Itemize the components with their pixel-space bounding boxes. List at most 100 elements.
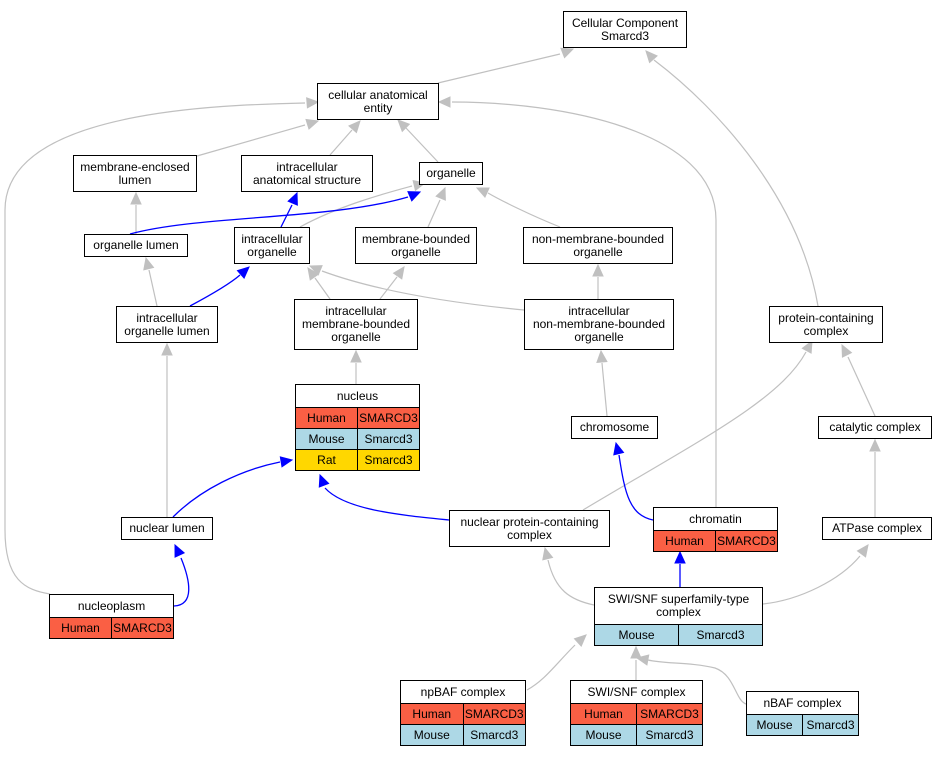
edge-cat-to-pcc	[847, 356, 876, 417]
node-nucleus[interactable]: nucleus Human SMARCD3 Mouse Smarcd3 Rat …	[295, 384, 420, 471]
node-npbaf-complex[interactable]: npBAF complex Human SMARCD3 Mouse Smarcd…	[400, 680, 526, 746]
species-cell: Rat	[296, 450, 357, 470]
edge-arrowhead	[573, 634, 587, 648]
edge-pcc-to-cc	[653, 59, 819, 307]
edge-imbo-to-io	[314, 277, 331, 300]
node-intracellular-anatomical-structure[interactable]: intracellular anatomical structure	[241, 155, 373, 192]
edge-cae-to-cc	[437, 53, 561, 84]
node-intracellular-organelle-lumen[interactable]: intracellular organelle lumen	[116, 306, 218, 343]
node-label: membrane-bounded organelle	[361, 231, 471, 259]
edge-arrowhead	[407, 191, 422, 202]
node-label: nuclear lumen	[129, 521, 205, 535]
node-label: catalytic complex	[829, 420, 921, 434]
gene-cell: Smarcd3	[802, 715, 858, 735]
node-non-membrane-bounded-organelle[interactable]: non-membrane-bounded organelle	[523, 227, 673, 264]
edge-org-to-cae	[405, 127, 439, 163]
edge-npcc-to-pcc	[582, 351, 807, 511]
gene-cell: SMARCD3	[715, 531, 777, 551]
node-intracellular-organelle[interactable]: intracellular organelle	[234, 227, 310, 264]
gene-cell: SMARCD3	[111, 618, 173, 638]
edge-nl-to-nucleus-blue	[172, 461, 281, 518]
node-nucleoplasm[interactable]: nucleoplasm Human SMARCD3	[49, 594, 174, 639]
node-title: npBAF complex	[420, 684, 506, 699]
node-swi-snf-complex[interactable]: SWI/SNF complex Human SMARCD3 Mouse Smar…	[570, 680, 703, 746]
node-cellular-anatomical-entity[interactable]: cellular anatomical entity	[317, 83, 439, 120]
node-title: SWI/SNF complex	[587, 684, 686, 699]
edge-npbaf-to-swi-super	[526, 644, 576, 691]
edge-arrowhead	[856, 544, 869, 558]
edge-nbaf-to-swi-super	[647, 659, 747, 705]
edge-arrowhead	[318, 473, 330, 488]
edge-mbo-to-org	[427, 199, 441, 228]
node-chromatin[interactable]: chromatin Human SMARCD3	[653, 507, 778, 552]
edge-chromatin-to-chromosome-blue	[618, 454, 654, 521]
node-label: Cellular Component Smarcd3	[571, 15, 679, 43]
gene-cell: Smarcd3	[678, 625, 762, 645]
node-title: nucleoplasm	[77, 598, 146, 613]
node-title: nBAF complex	[763, 695, 842, 710]
species-cell: Human	[50, 618, 111, 638]
edge-arrowhead	[645, 50, 658, 64]
species-cell: Mouse	[571, 725, 636, 745]
node-label: intracellular anatomical structure	[252, 159, 362, 187]
edge-arrowhead	[143, 256, 155, 271]
edge-arrowhead	[308, 265, 323, 276]
node-label: organelle lumen	[93, 238, 179, 252]
edge-arrowhead	[392, 266, 405, 280]
edge-arrowhead	[130, 191, 142, 205]
gene-cell: SMARCD3	[357, 408, 419, 428]
edge-arrowhead	[305, 118, 320, 130]
node-title: chromatin	[689, 511, 742, 526]
node-intracellular-membrane-bounded-organelle[interactable]: intracellular membrane-bounded organelle	[294, 299, 418, 350]
node-membrane-bounded-organelle[interactable]: membrane-bounded organelle	[355, 227, 477, 264]
node-label: membrane-enclosed lumen	[80, 159, 190, 187]
edge-swi-super-to-npcc	[547, 559, 595, 606]
node-cellular-component[interactable]: Cellular Component Smarcd3	[563, 11, 687, 48]
edge-chromatin-to-cae	[451, 101, 717, 507]
node-nuclear-lumen[interactable]: nuclear lumen	[121, 517, 213, 540]
edge-arrowhead	[236, 266, 250, 279]
node-organelle[interactable]: organelle	[419, 162, 483, 185]
edge-arrowhead	[542, 546, 554, 561]
node-protein-containing-complex[interactable]: protein-containing complex	[769, 306, 883, 343]
edge-arrowhead	[801, 339, 813, 354]
node-organelle-lumen[interactable]: organelle lumen	[84, 234, 188, 257]
edge-ias-to-cae	[329, 129, 353, 156]
gene-cell: Smarcd3	[636, 725, 702, 745]
edge-arrowhead	[287, 191, 298, 206]
node-swi-snf-superfamily[interactable]: SWI/SNF superfamily-type complex Mouse S…	[594, 587, 763, 646]
node-label: non-membrane-bounded organelle	[531, 231, 665, 259]
node-nuclear-protein-containing-complex[interactable]: nuclear protein-containing complex	[449, 510, 610, 547]
edge-arrowhead	[437, 96, 451, 108]
node-intracellular-non-membrane-bounded-organelle[interactable]: intracellular non-membrane-bounded organ…	[524, 299, 674, 350]
node-atpase-complex[interactable]: ATPase complex	[822, 517, 932, 540]
edge-inmbo-to-io	[321, 270, 525, 311]
node-label: intracellular non-membrane-bounded organ…	[532, 304, 666, 344]
edge-iol-to-ol	[148, 269, 158, 307]
edge-iol-to-io-blue	[189, 274, 241, 307]
node-chromosome[interactable]: chromosome	[571, 416, 658, 439]
edge-arrowhead	[596, 349, 608, 363]
node-title: nucleus	[336, 388, 379, 403]
edge-arrowhead	[397, 119, 411, 133]
edge-nucleoplasm-to-cae	[4, 102, 306, 595]
gene-cell: SMARCD3	[462, 704, 525, 724]
edge-io-to-org	[299, 185, 413, 228]
edge-imbo-to-mbo	[379, 276, 398, 300]
node-label: cellular anatomical entity	[328, 87, 428, 115]
edge-arrowhead	[592, 263, 604, 277]
species-cell: Human	[401, 704, 463, 724]
edge-arrowhead	[279, 456, 294, 468]
node-label: protein-containing complex	[778, 310, 874, 338]
species-cell: Mouse	[747, 715, 802, 735]
edge-ol-to-org-blue	[129, 196, 409, 235]
node-membrane-enclosed-lumen[interactable]: membrane-enclosed lumen	[73, 155, 197, 192]
edge-arrowhead	[475, 187, 490, 199]
edge-arrowhead	[560, 47, 575, 59]
node-catalytic-complex[interactable]: catalytic complex	[818, 416, 932, 439]
node-label: intracellular organelle lumen	[124, 310, 210, 338]
edge-nucleoplasm-to-nl-blue	[173, 557, 190, 607]
species-cell: Mouse	[296, 429, 357, 449]
node-nbaf-complex[interactable]: nBAF complex Mouse Smarcd3	[746, 691, 859, 736]
